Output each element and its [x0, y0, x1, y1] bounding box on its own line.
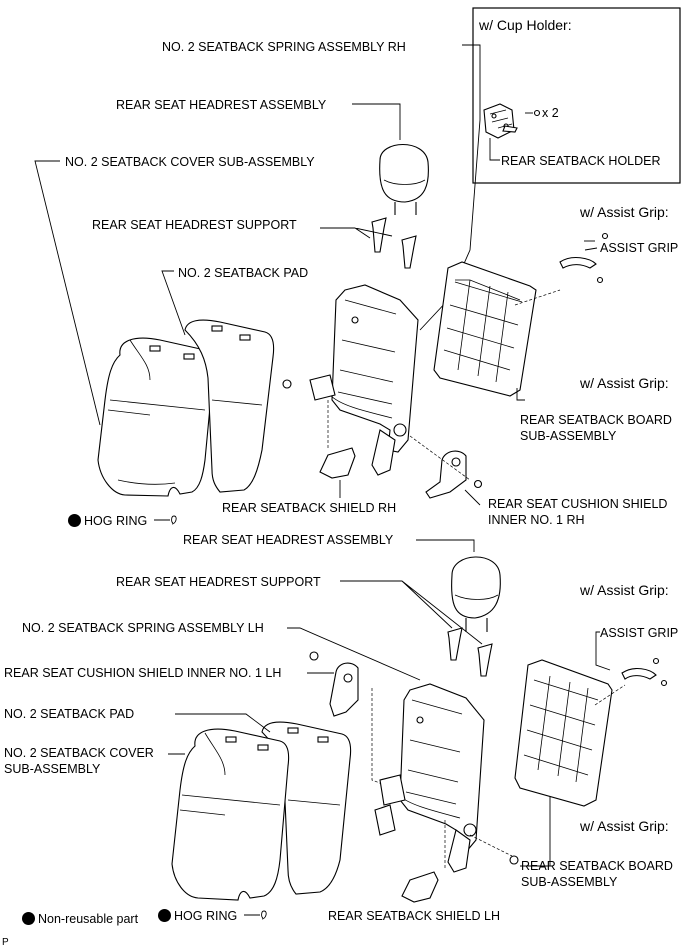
- hog-ring-bottom-legend: HOG RING: [158, 909, 270, 923]
- spring-lh-label: NO. 2 SEATBACK SPRING ASSEMBLY LH: [22, 621, 264, 635]
- rear-seatback-holder-part: [483, 103, 541, 161]
- seatback-cover-bottom-part: [168, 728, 290, 901]
- seatback-shield-rh-label: REAR SEATBACK SHIELD RH: [222, 501, 397, 515]
- assist-grip-note-3: w/ Assist Grip:: [580, 582, 669, 598]
- assist-grip-bottom-label: ASSIST GRIP: [600, 626, 679, 640]
- cushion-shield-lh-part: [307, 651, 411, 796]
- headrest-support-top-label: REAR SEAT HEADREST SUPPORT: [92, 218, 297, 232]
- non-reusable-dot-icon: [68, 514, 81, 527]
- seatback-pad-bottom-label: NO. 2 SEATBACK PAD: [4, 707, 135, 721]
- headrest-bottom-part: [416, 539, 501, 632]
- hog-ring-icon: [153, 515, 177, 525]
- seatback-frame-bottom-part: [374, 683, 485, 873]
- assist-grip-top-part: [514, 232, 609, 306]
- cup-holder-inset-box: [472, 7, 681, 184]
- cushion-shield-rh-part: [409, 435, 483, 506]
- assist-grip-note-1: w/ Assist Grip:: [580, 204, 669, 220]
- hog-ring-top-legend: HOG RING: [68, 514, 180, 528]
- non-reusable-text: Non-reusable part: [38, 912, 139, 926]
- spring-rh-label: NO. 2 SEATBACK SPRING ASSEMBLY RH: [162, 40, 406, 54]
- spring-lh-leader: [287, 627, 421, 681]
- seatback-board-bottom-label: REAR SEATBACK BOARD SUB-ASSEMBLY: [521, 859, 673, 889]
- assist-grip-note-4: w/ Assist Grip:: [580, 818, 669, 834]
- assist-grip-bottom-part: [594, 631, 668, 706]
- quantity-x2-label: x 2: [542, 106, 559, 120]
- seatback-cover-top-label: NO. 2 SEATBACK COVER SUB-ASSEMBLY: [65, 155, 315, 169]
- rear-seatback-holder-label: REAR SEATBACK HOLDER: [501, 154, 661, 168]
- headrest-support-bottom-part: [340, 580, 493, 677]
- seatback-shield-lh-part: [401, 820, 446, 903]
- seatback-cover-top-part: [97, 337, 215, 497]
- seatback-board-top-label: REAR SEATBACK BOARD SUB-ASSEMBLY: [520, 413, 672, 443]
- assist-grip-note-2: w/ Assist Grip:: [580, 375, 669, 391]
- seatback-board-bottom-part: [514, 659, 613, 867]
- headrest-top-label: REAR SEAT HEADREST ASSEMBLY: [116, 98, 327, 112]
- seatback-frame-top-part: [282, 44, 481, 476]
- seatback-pad-top-part: [184, 319, 275, 493]
- seatback-shield-lh-label: REAR SEATBACK SHIELD LH: [328, 909, 501, 923]
- seatback-shield-rh-part: [319, 400, 356, 498]
- hog-ring-bottom-text: HOG RING: [174, 909, 238, 923]
- headrest-top-part: [352, 103, 429, 215]
- cushion-shield-rh-label: REAR SEAT CUSHION SHIELD INNER NO. 1 RH: [488, 497, 668, 527]
- seatback-pad-top-label: NO. 2 SEATBACK PAD: [178, 266, 309, 280]
- seatback-cover-bottom-label: NO. 2 SEATBACK COVER SUB-ASSEMBLY: [4, 746, 154, 776]
- non-reusable-legend: Non-reusable part: [22, 912, 138, 926]
- headrest-support-bottom-label: REAR SEAT HEADREST SUPPORT: [116, 575, 321, 589]
- headrest-support-top-part: [320, 217, 417, 269]
- bolt-bottom-part: [469, 834, 519, 865]
- hog-ring-top-text: HOG RING: [84, 514, 148, 528]
- assist-grip-top-label: ASSIST GRIP: [600, 241, 679, 255]
- headrest-bottom-label: REAR SEAT HEADREST ASSEMBLY: [183, 533, 394, 547]
- filled-circle-icon: [22, 912, 35, 925]
- seatback-board-top-part: [433, 261, 537, 401]
- cushion-shield-lh-label: REAR SEAT CUSHION SHIELD INNER NO. 1 LH: [4, 666, 282, 680]
- non-reusable-dot-bottom-icon: [158, 909, 171, 922]
- corner-mark: P: [2, 937, 9, 948]
- cup-holder-title: w/ Cup Holder:: [479, 17, 572, 33]
- hog-ring-bottom-icon: [243, 910, 267, 920]
